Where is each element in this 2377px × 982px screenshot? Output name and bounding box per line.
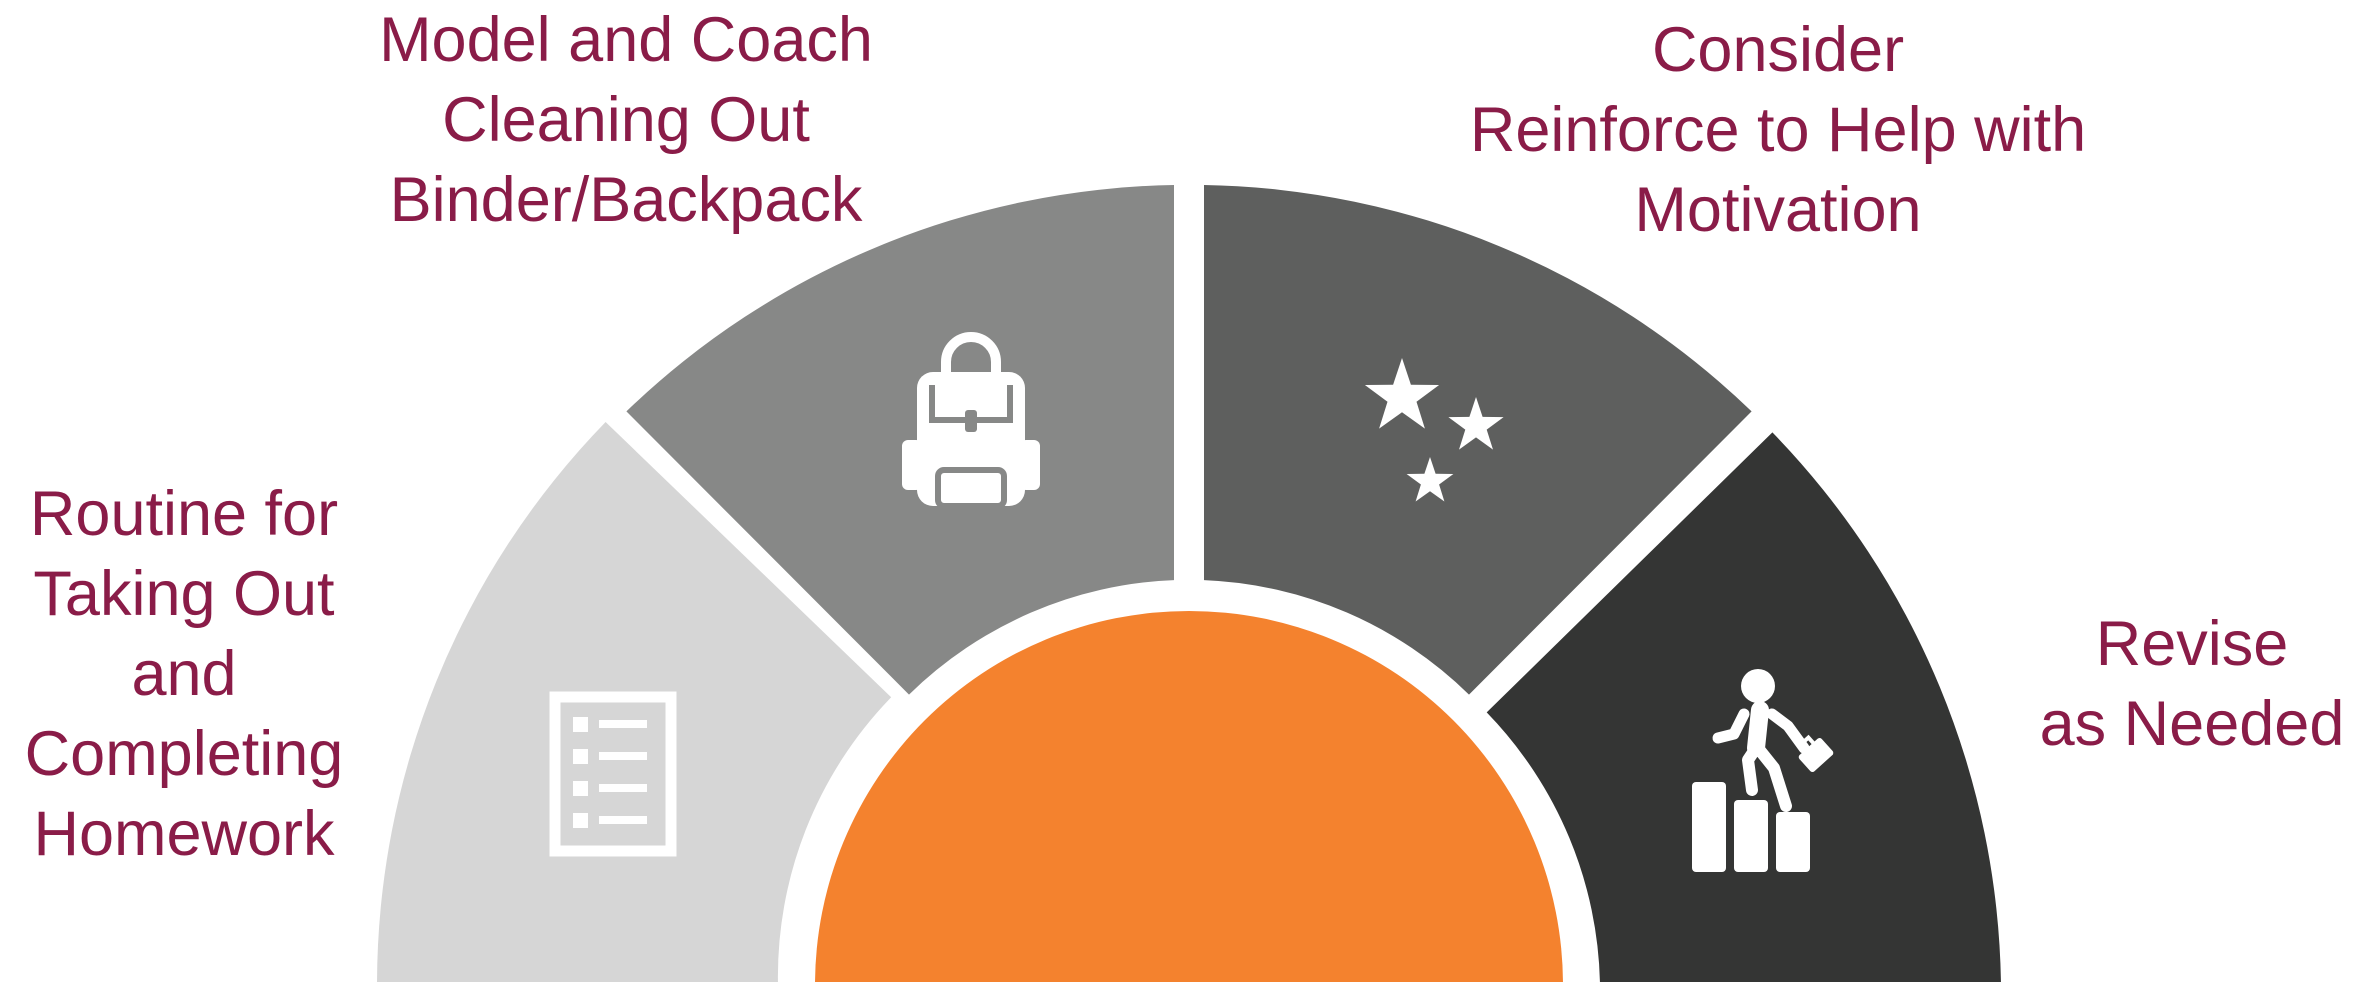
label-line: Completing xyxy=(24,719,344,789)
segment-model-coach xyxy=(626,185,1174,695)
center-circle xyxy=(815,611,1563,982)
label-line: Homework xyxy=(33,799,335,869)
segment-revise xyxy=(1486,432,2001,982)
label-revise: Revise as Needed xyxy=(2012,604,2372,764)
label-line: and xyxy=(131,639,237,709)
backpack-icon xyxy=(902,332,1040,509)
label-line: Cleaning Out xyxy=(442,85,810,155)
label-line: Revise xyxy=(2095,609,2289,679)
label-line: Binder/Backpack xyxy=(389,165,863,235)
stars-icon xyxy=(1364,358,1504,502)
segment-reinforce xyxy=(1204,185,1752,695)
label-line: Model and Coach xyxy=(379,5,873,75)
label-reinforce: Consider Reinforce to Help with Motivati… xyxy=(1418,10,2138,250)
label-line: Consider xyxy=(1651,15,1905,85)
climbing-steps-icon xyxy=(1692,669,1834,872)
label-model-coach: Model and Coach Cleaning Out Binder/Back… xyxy=(326,0,926,240)
label-line: Motivation xyxy=(1634,175,1922,245)
label-line: Reinforce to Help with xyxy=(1469,95,2087,165)
label-line: Routine for xyxy=(29,479,339,549)
label-line: Taking Out xyxy=(33,559,335,629)
label-homework-routine: Routine for Taking Out and Completing Ho… xyxy=(0,474,368,874)
label-line: as Needed xyxy=(2039,689,2345,759)
checklist-icon xyxy=(549,691,677,857)
